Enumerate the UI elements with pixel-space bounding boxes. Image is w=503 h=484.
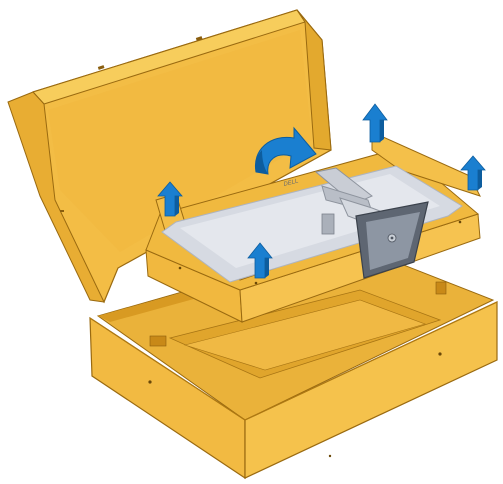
base-screw xyxy=(391,237,394,240)
stand-hinge xyxy=(322,214,334,234)
foam-hole xyxy=(255,282,258,285)
tray-corner-tab xyxy=(150,336,166,346)
lid-slot xyxy=(60,210,64,212)
arrow-up-icon xyxy=(363,104,387,142)
monitor-base xyxy=(356,202,428,278)
tray-corner-tab xyxy=(436,282,446,294)
lid-slot xyxy=(98,65,105,70)
tray-hole xyxy=(148,380,151,383)
tray-hole xyxy=(438,352,441,355)
foam-hole xyxy=(459,221,462,224)
tray-hole xyxy=(329,455,331,457)
foam-hole xyxy=(179,267,182,270)
